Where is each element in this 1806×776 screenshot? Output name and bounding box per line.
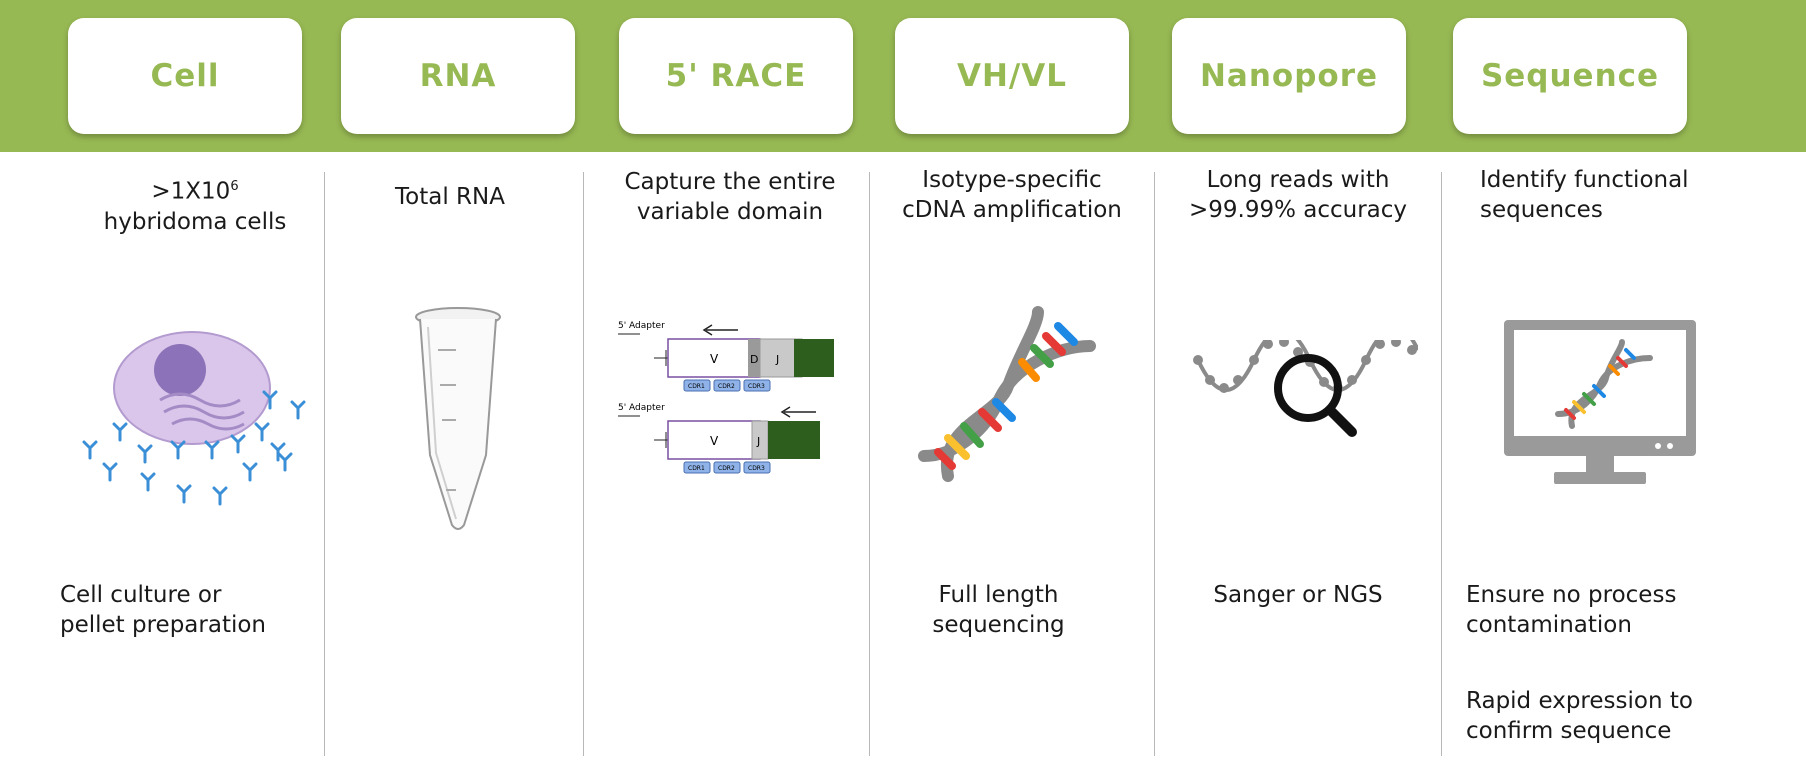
step-title: Nanopore xyxy=(1199,58,1379,94)
text-line: Total RNA xyxy=(395,184,505,210)
text-line: cDNA amplification xyxy=(902,197,1122,223)
cell-bottom-text: Cell culture or pellet preparation xyxy=(60,580,320,640)
step-title: RNA xyxy=(419,58,497,94)
adapter-label: 5' Adapter xyxy=(618,403,665,413)
magnifier-dna-icon xyxy=(1193,340,1418,437)
text-line: variable domain xyxy=(636,199,824,225)
dna-helix-icon xyxy=(918,306,1096,482)
cdr-label: CDR1 xyxy=(688,383,705,390)
text-line: Full length xyxy=(938,582,1059,608)
step-vhvl-pill: VH/VL xyxy=(895,18,1129,134)
segment-label: V xyxy=(710,352,719,366)
text-line: confirm sequence xyxy=(1466,718,1672,744)
text-line: >99.99% accuracy xyxy=(1188,197,1408,223)
text-line: sequencing xyxy=(932,612,1065,638)
text-line: sequences xyxy=(1480,197,1603,223)
text-line: Isotype-specific xyxy=(922,167,1102,193)
step-nanopore-pill: Nanopore xyxy=(1172,18,1406,134)
race-construct-diagram: 5' Adapter V D J CDR1 CDR2 CDR3 5' Adapt… xyxy=(618,321,834,474)
rna-top-text: Total RNA xyxy=(330,182,570,212)
cdr-label: CDR3 xyxy=(748,383,765,390)
column-divider xyxy=(1441,172,1442,756)
text-line: Long reads with xyxy=(1206,167,1390,193)
text-line: pellet preparation xyxy=(60,612,267,638)
vhvl-bottom-text: Full length sequencing xyxy=(876,580,1121,640)
text-line: Cell culture or xyxy=(60,582,222,608)
sequence-top-text: Identify functional sequences xyxy=(1480,165,1780,225)
nanopore-bottom-text: Sanger or NGS xyxy=(1160,580,1436,610)
step-race-pill: 5' RACE xyxy=(619,18,853,134)
step-title: Cell xyxy=(150,58,220,94)
sequence-bottom-text: Ensure no process contamination xyxy=(1466,580,1786,640)
text-line: contamination xyxy=(1466,612,1632,638)
cdr-label: CDR2 xyxy=(718,465,735,472)
cell-type: hybridoma cells xyxy=(103,208,287,235)
text-line: Ensure no process xyxy=(1466,582,1677,608)
step-title: 5' RACE xyxy=(665,58,807,94)
adapter-label: 5' Adapter xyxy=(618,321,665,331)
cell-count: >1X106 xyxy=(151,178,239,205)
cdr-label: CDR1 xyxy=(688,465,705,472)
step-rna-pill: RNA xyxy=(341,18,575,134)
centrifuge-tube-icon xyxy=(415,307,501,530)
computer-monitor-dna-icon xyxy=(1504,320,1696,484)
column-divider xyxy=(869,172,870,756)
step-title: Sequence xyxy=(1480,58,1660,94)
column-divider xyxy=(324,172,325,756)
segment-label: J xyxy=(775,353,779,366)
text-line: Identify functional xyxy=(1480,167,1689,193)
segment-label: D xyxy=(750,353,758,366)
text-line: Rapid expression to xyxy=(1466,688,1693,714)
step-sequence-pill: Sequence xyxy=(1453,18,1687,134)
cdr-label: CDR2 xyxy=(718,383,735,390)
hybridoma-cell-icon xyxy=(82,331,306,506)
segment-label: V xyxy=(710,434,719,448)
cdr-label: CDR3 xyxy=(748,465,765,472)
sequence-bottom-text-2: Rapid expression to confirm sequence xyxy=(1466,686,1786,746)
step-title: VH/VL xyxy=(956,58,1067,94)
race-top-text: Capture the entire variable domain xyxy=(595,167,865,227)
text-line: Sanger or NGS xyxy=(1213,582,1383,608)
cell-top-text: >1X106 hybridoma cells xyxy=(70,172,320,237)
step-cell-pill: Cell xyxy=(68,18,302,134)
segment-label: J xyxy=(756,435,760,448)
text-line: Capture the entire xyxy=(624,169,836,195)
vhvl-top-text: Isotype-specific cDNA amplification xyxy=(876,165,1148,225)
nanopore-top-text: Long reads with >99.99% accuracy xyxy=(1160,165,1436,225)
column-divider xyxy=(1154,172,1155,756)
column-divider xyxy=(583,172,584,756)
